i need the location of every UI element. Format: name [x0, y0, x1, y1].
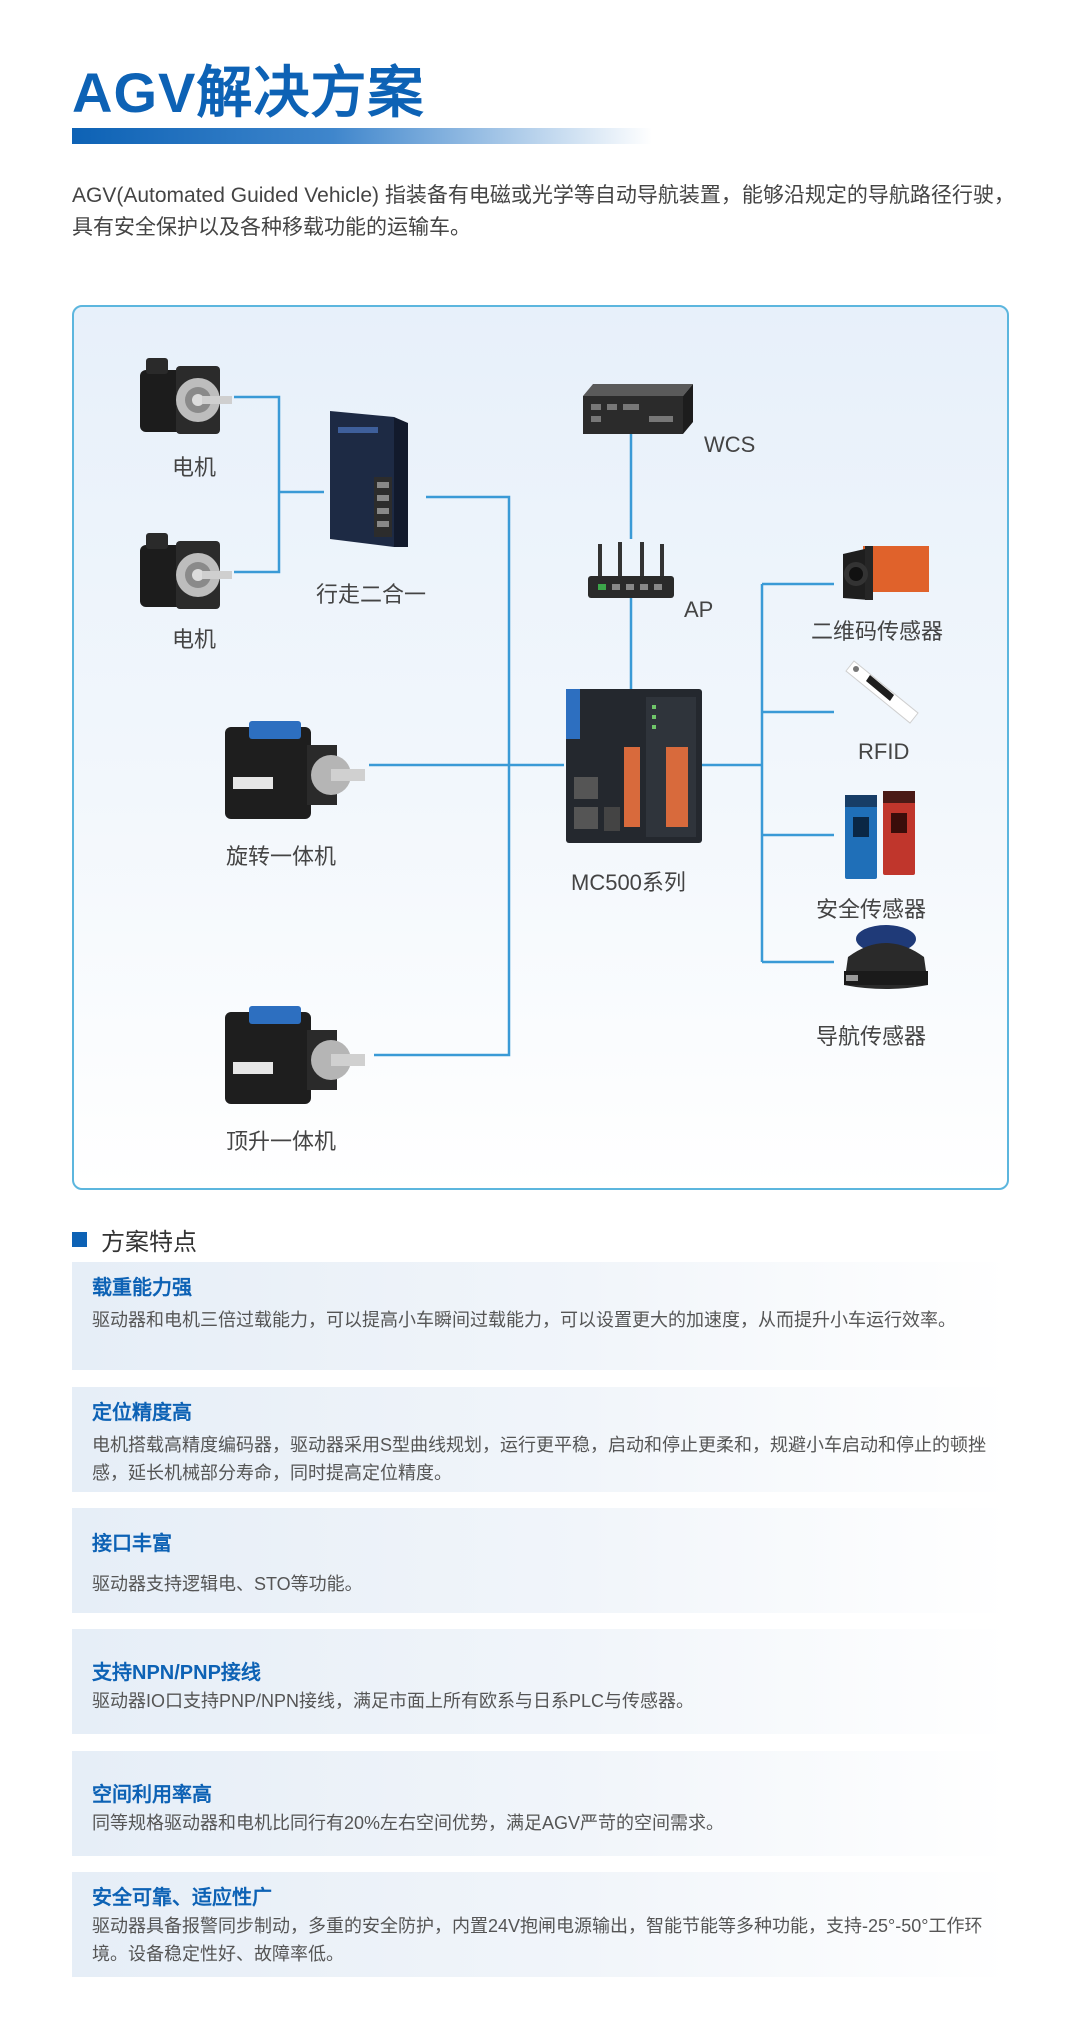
- features-heading: 方案特点: [72, 1222, 197, 1257]
- feature-card-6: 安全可靠、适应性广 驱动器具备报警同步制动，多重的安全防护，内置24V抱闸电源输…: [72, 1872, 1009, 1977]
- intro-text: AGV(Automated Guided Vehicle) 指装备有电磁或光学等…: [72, 184, 1015, 239]
- features-heading-text: 方案特点: [101, 1229, 197, 1256]
- feature-desc: 驱动器支持逻辑电、STO等功能。: [92, 1574, 363, 1594]
- drive-label: 行走二合一: [316, 582, 427, 607]
- qr-sensor-label: 二维码传感器: [811, 619, 944, 644]
- feature-card-4: 支持NPN/PNP接线 驱动器IO口支持PNP/NPN接线，满足市面上所有欧系与…: [72, 1629, 1009, 1734]
- motor-1-label: 电机: [172, 455, 217, 480]
- feature-title: 接口丰富: [92, 1533, 172, 1555]
- feature-desc: 驱动器具备报警同步制动，多重的安全防护，内置24V抱闸电源输出，智能节能等多种功…: [92, 1916, 983, 1964]
- wcs-server-image: [579, 382, 699, 445]
- feature-card-3: 接口丰富 驱动器支持逻辑电、STO等功能。: [72, 1508, 1009, 1613]
- drive-image: [324, 407, 414, 557]
- nav-sensor-label: 导航传感器: [816, 1024, 927, 1049]
- feature-desc: 驱动器和电机三倍过载能力，可以提高小车瞬间过载能力，可以设置更大的加速度，从而提…: [92, 1310, 956, 1330]
- system-diagram: 电机 电机 行走二合一: [72, 305, 1009, 1190]
- feature-card-5: 空间利用率高 同等规格驱动器和电机比同行有20%左右空间优势，满足AGV严苛的空…: [72, 1751, 1009, 1856]
- connection-lines: [234, 395, 834, 1057]
- feature-desc: 同等规格驱动器和电机比同行有20%左右空间优势，满足AGV严苛的空间需求。: [92, 1813, 725, 1833]
- safety-sensor-image: [839, 787, 924, 887]
- lift-unit-image: [219, 1002, 369, 1117]
- motor-2-image: [136, 527, 236, 622]
- lift-unit-label: 顶升一体机: [226, 1129, 337, 1154]
- qr-sensor-image: [839, 542, 934, 609]
- controller-label: MC500系列: [571, 870, 686, 895]
- feature-desc: 电机搭载高精度编码器，驱动器采用S型曲线规划，运行更平稳，启动和停止更柔和，规避…: [92, 1435, 987, 1483]
- feature-desc: 驱动器IO口支持PNP/NPN接线，满足市面上所有欧系与日系PLC与传感器。: [92, 1691, 695, 1711]
- ap-label: AP: [684, 597, 714, 622]
- feature-card-2: 定位精度高 电机搭载高精度编码器，驱动器采用S型曲线规划，运行更平稳，启动和停止…: [72, 1387, 1009, 1492]
- safety-sensor-label: 安全传感器: [816, 897, 927, 922]
- page-title: AGV解决方案: [72, 61, 425, 124]
- rfid-image: [842, 657, 927, 732]
- feature-title: 载重能力强: [92, 1277, 192, 1299]
- feature-title: 空间利用率高: [92, 1784, 212, 1806]
- title-underline: [72, 128, 652, 144]
- feature-title: 定位精度高: [92, 1402, 192, 1424]
- motor-2-label: 电机: [172, 627, 217, 652]
- controller-image: [564, 687, 704, 852]
- heading-square-icon: [72, 1232, 87, 1247]
- rotation-unit-label: 旋转一体机: [226, 844, 337, 869]
- feature-title: 支持NPN/PNP接线: [92, 1662, 261, 1684]
- rfid-label: RFID: [858, 739, 910, 764]
- wcs-label: WCS: [704, 432, 756, 457]
- feature-title: 安全可靠、适应性广: [92, 1887, 272, 1909]
- feature-card-1: 载重能力强 驱动器和电机三倍过载能力，可以提高小车瞬间过载能力，可以设置更大的加…: [72, 1262, 1009, 1370]
- nav-sensor-image: [836, 919, 936, 1002]
- motor-1-image: [136, 352, 236, 447]
- rotation-unit-image: [219, 717, 369, 832]
- ap-router-image: [584, 542, 679, 607]
